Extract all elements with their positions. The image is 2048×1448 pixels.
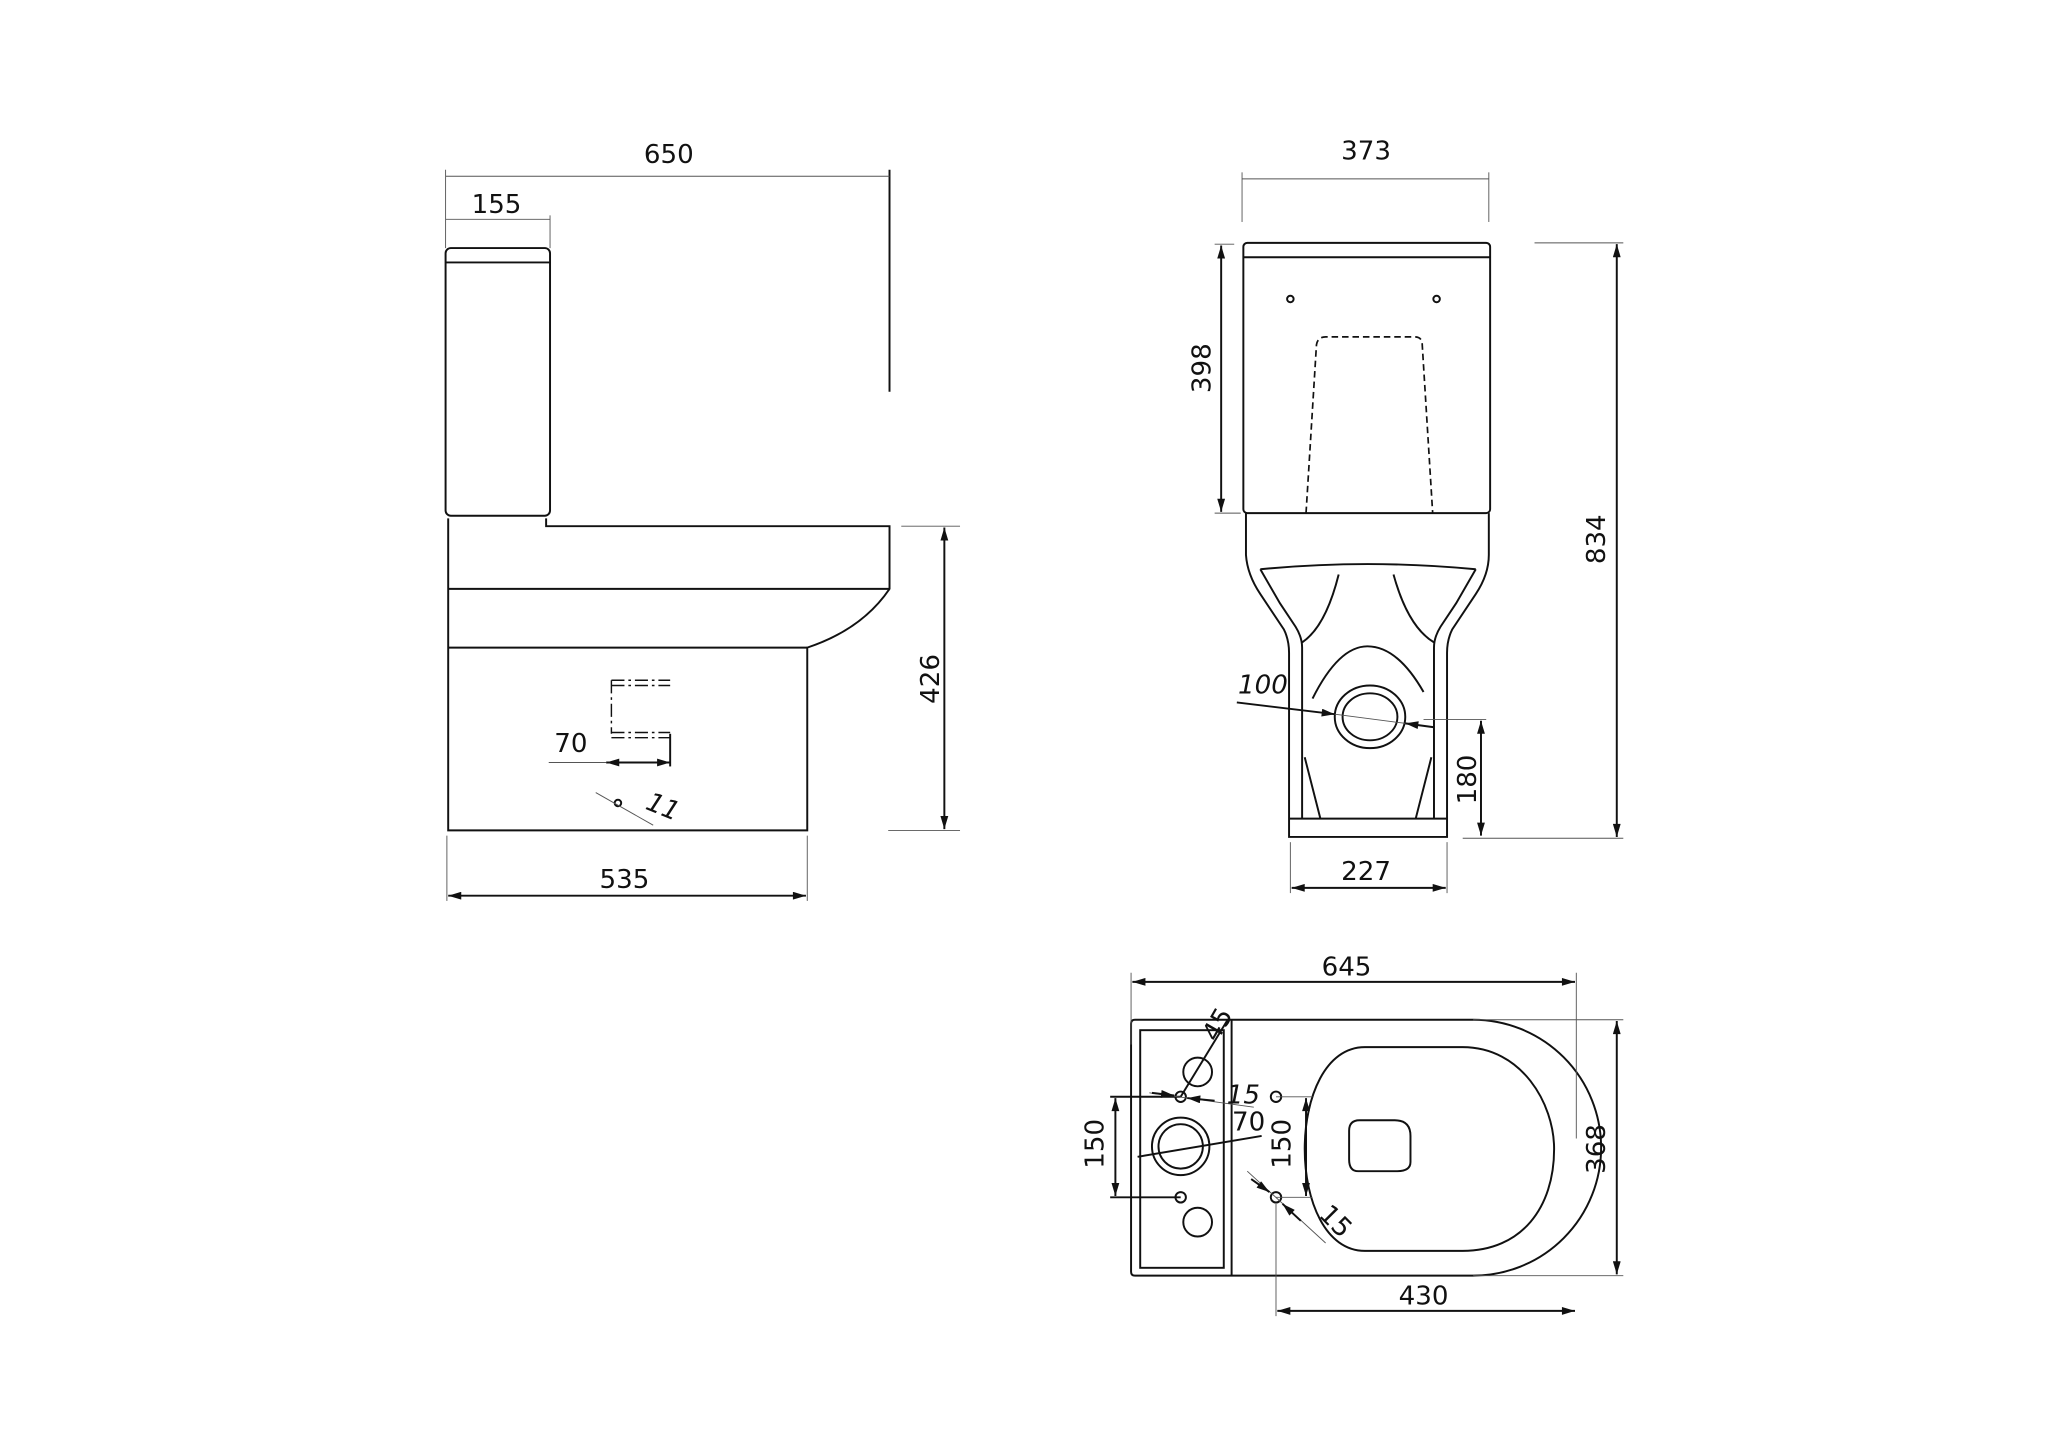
- dim-15-tank: 15: [1149, 1080, 1260, 1110]
- dim-368: 368: [1473, 1019, 1624, 1277]
- dim-227: 227: [1289, 842, 1448, 894]
- dim-150-pan: 150: [1267, 1096, 1313, 1198]
- dim-label-45: 45: [1197, 1003, 1240, 1047]
- dim-535: 535: [446, 835, 808, 901]
- dim-15-pan: 15: [1246, 1170, 1358, 1244]
- dim-label-535: 535: [600, 865, 650, 895]
- dim-label-180: 180: [1453, 755, 1483, 805]
- dim-label-834: 834: [1582, 514, 1612, 564]
- side-toilet-outline: [444, 247, 891, 832]
- dim-label-650: 650: [644, 140, 694, 170]
- dim-label-398: 398: [1188, 343, 1218, 393]
- dim-label-155: 155: [472, 190, 522, 220]
- dim-label-11: 11: [642, 787, 684, 827]
- dim-650: 650: [445, 140, 891, 392]
- dim-label-150-pan: 150: [1267, 1119, 1297, 1169]
- dim-155: 155: [445, 190, 551, 249]
- dim-label-70: 70: [554, 729, 587, 759]
- top-view: 645 368 430 150 150 15: [1081, 952, 1624, 1317]
- dim-label-100: 100: [1238, 670, 1288, 700]
- dim-645: 645: [1130, 952, 1577, 1139]
- dim-label-227: 227: [1341, 857, 1391, 887]
- dim-label-368: 368: [1582, 1124, 1612, 1174]
- dim-label-70-inlet: 70: [1232, 1108, 1265, 1138]
- dim-label-373: 373: [1341, 136, 1391, 166]
- dim-100: 100: [1236, 670, 1435, 729]
- dim-834: 834: [1462, 242, 1624, 839]
- dim-426: 426: [888, 525, 961, 831]
- top-toilet-outline: [1130, 1018, 1603, 1277]
- dim-label-645: 645: [1322, 952, 1372, 982]
- dim-label-426: 426: [916, 654, 946, 704]
- dim-label-15-tank: 15: [1227, 1080, 1260, 1110]
- dim-label-150-tank: 150: [1081, 1119, 1111, 1169]
- dim-label-430: 430: [1399, 1281, 1449, 1311]
- side-view: 650 155 70 11 426 535: [444, 140, 961, 901]
- front-view: 373 398 100 180 227 83: [1188, 136, 1624, 894]
- dim-180: 180: [1423, 718, 1487, 836]
- dim-70-inlet: 70: [1137, 1108, 1265, 1158]
- dim-373: 373: [1241, 136, 1490, 222]
- dim-398: 398: [1188, 243, 1241, 514]
- dim-70: 70: [548, 729, 671, 767]
- front-toilet-outline: [1242, 241, 1492, 838]
- dim-430: 430: [1275, 1203, 1575, 1317]
